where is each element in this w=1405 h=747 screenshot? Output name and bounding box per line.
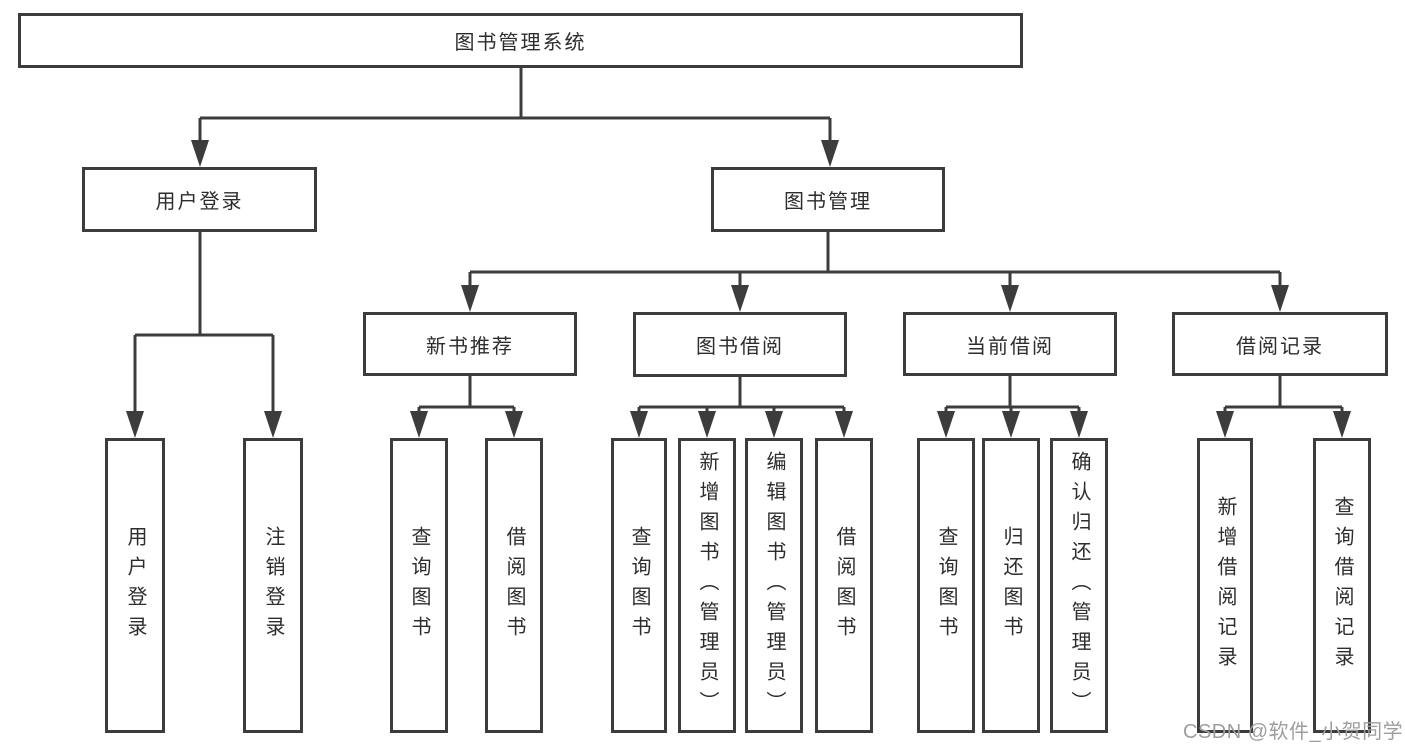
connector-book-management-children <box>468 231 1282 292</box>
node-borrow-books-borrowing: 借阅图书 <box>815 438 873 733</box>
arrowhead-icon <box>1216 411 1234 438</box>
arrowhead-icon <box>126 411 144 438</box>
arrowhead-icon <box>461 285 479 312</box>
arrowhead-icon <box>1001 285 1019 312</box>
arrowhead-icon <box>410 411 428 438</box>
arrowhead-icon <box>1333 411 1351 438</box>
arrowhead-icon <box>937 411 955 438</box>
node-new-book-recommendation: 新书推荐 <box>363 312 577 376</box>
arrowhead-icon <box>835 411 853 438</box>
node-query-borrow-record: 查询借阅记录 <box>1313 438 1371 733</box>
connector-user-login-children <box>133 231 275 420</box>
arrowhead-icon <box>731 285 749 312</box>
node-borrowing-records: 借阅记录 <box>1172 312 1388 376</box>
arrowhead-icon <box>630 411 648 438</box>
csdn-watermark: CSDN @软件_小贺同学 <box>1183 721 1404 743</box>
node-library-management-system: 图书管理系统 <box>18 13 1023 68</box>
arrowhead-icon <box>1002 411 1020 438</box>
connector-book-borrowing-children <box>637 376 846 420</box>
arrowhead-icon <box>698 411 716 438</box>
node-book-borrowing: 图书借阅 <box>633 312 847 377</box>
connector-root-to-level1 <box>198 68 832 148</box>
node-user-login-action: 用户登录 <box>105 438 165 733</box>
node-add-borrow-record: 新增借阅记录 <box>1197 438 1253 733</box>
arrowhead-icon <box>765 411 783 438</box>
node-query-books-recommendation: 查询图书 <box>390 438 448 733</box>
arrowhead-icon <box>505 411 523 438</box>
arrowhead-icon <box>1271 285 1289 312</box>
node-return-books: 归还图书 <box>982 438 1040 733</box>
arrowhead-icon <box>1070 411 1088 438</box>
node-query-books-borrowing: 查询图书 <box>611 438 667 733</box>
node-current-borrowing: 当前借阅 <box>903 312 1117 376</box>
connector-borrowing-records-children <box>1223 375 1344 420</box>
node-confirm-return-admin: 确认归还（管理员） <box>1050 438 1108 733</box>
node-book-management: 图书管理 <box>711 167 945 232</box>
connector-new-book-children <box>417 375 516 420</box>
node-edit-books-admin: 编辑图书（管理员） <box>745 438 803 733</box>
arrowhead-icon <box>821 140 839 167</box>
node-add-books-admin: 新增图书（管理员） <box>678 438 736 733</box>
node-logout-action: 注销登录 <box>243 438 303 733</box>
arrowhead-icon <box>264 411 282 438</box>
arrowhead-icon <box>191 140 209 167</box>
node-query-books-current: 查询图书 <box>917 438 975 733</box>
node-user-login: 用户登录 <box>82 167 317 232</box>
node-borrow-books-recommendation: 借阅图书 <box>485 438 543 733</box>
